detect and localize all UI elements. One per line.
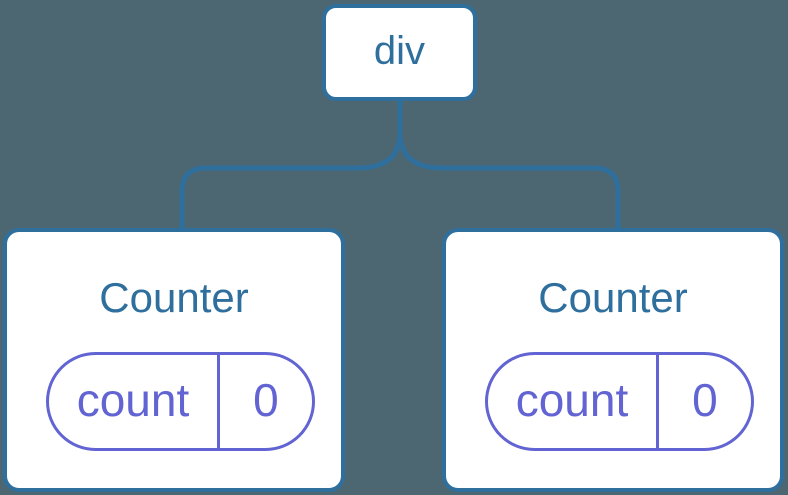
state-value: 0 (692, 373, 718, 426)
root-node-div: div (322, 4, 477, 101)
state-key-label: count (488, 355, 659, 448)
root-node-label: div (373, 28, 426, 73)
counter-node-left: Counter count 0 (3, 228, 345, 492)
edge-root-to-left-counter (179, 99, 403, 230)
counter-title: Counter (538, 274, 688, 321)
edge-root-to-right-counter (397, 99, 621, 230)
state-value: 0 (253, 373, 279, 426)
counter-title: Counter (99, 274, 249, 321)
state-key-label: count (49, 355, 220, 448)
counter-node-right: Counter count 0 (442, 228, 784, 492)
state-pill: count 0 (485, 352, 754, 451)
state-pill: count 0 (46, 352, 315, 451)
